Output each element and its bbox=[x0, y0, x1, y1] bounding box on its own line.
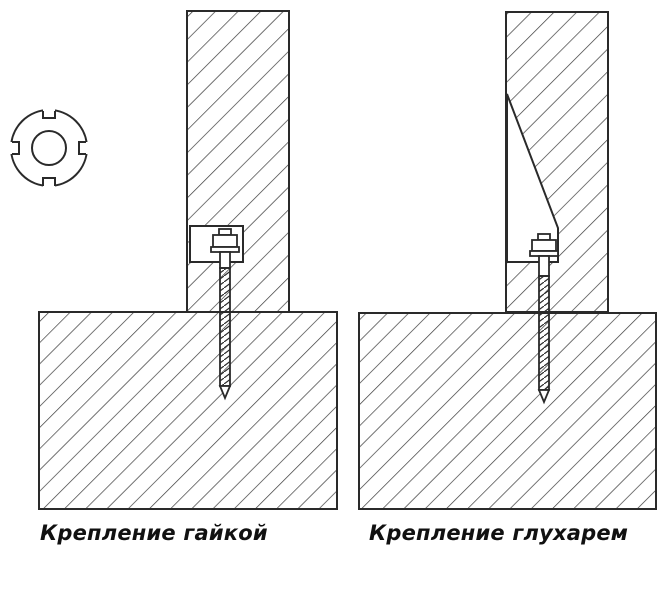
bolt-with-nut-icon bbox=[210, 228, 240, 401]
left-post bbox=[186, 10, 290, 313]
caption-nut-fastening: Крепление гайкой bbox=[40, 521, 268, 545]
right-base-beam bbox=[358, 312, 657, 510]
right-tapered-cut bbox=[506, 93, 559, 263]
left-base-beam bbox=[38, 311, 338, 510]
slotted-washer-icon bbox=[7, 106, 91, 190]
left-assembly bbox=[38, 10, 338, 510]
lag-screw-icon bbox=[529, 233, 559, 405]
caption-lag-screw-fastening: Крепление глухарем bbox=[369, 521, 629, 545]
right-assembly bbox=[358, 11, 657, 510]
